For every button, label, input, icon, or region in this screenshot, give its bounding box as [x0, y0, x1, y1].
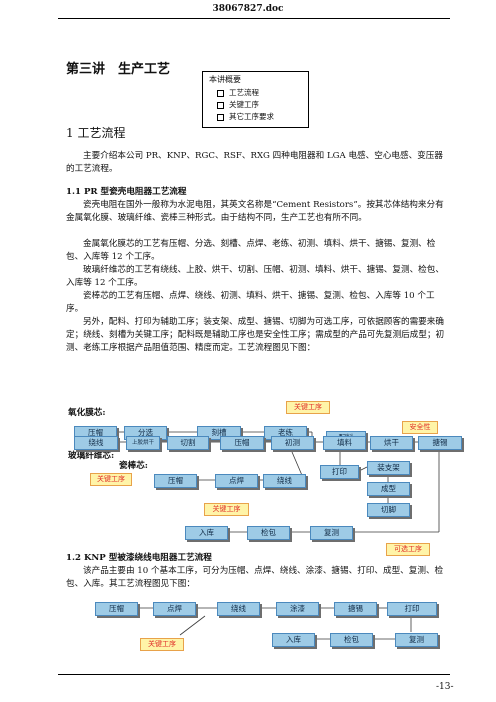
step-box: 入库 — [185, 526, 228, 540]
step-box: 打印 — [387, 602, 437, 616]
tag-safety: 安全性 — [402, 421, 438, 434]
step-box: 搪锡 — [418, 436, 462, 450]
step-box: 绕线 — [217, 602, 260, 616]
step-box: 复测 — [310, 526, 353, 540]
step-box: 入库 — [272, 633, 315, 647]
paragraph: 瓷棒芯的工艺有压帽、点焊、绕线、初测、填料、烘干、搪锡、复测、检包、入库等 10… — [66, 291, 435, 314]
optional-box: 切脚 — [367, 503, 410, 517]
doc-title: 38067827.doc — [212, 4, 284, 14]
step-box: 上胶烘干 — [126, 436, 160, 450]
step-box: 绕线 — [74, 436, 118, 450]
section-title: 1 工艺流程 — [66, 126, 126, 140]
tag-optional: 可选工序 — [386, 543, 430, 556]
step-box: 烘干 — [370, 436, 413, 450]
intro-paragraph: 主要介绍本公司 PR、KNP、RGC、RSF、RXG 四种电阻器和 LGA 电感… — [66, 151, 443, 174]
tag-key-process: 关键工序 — [204, 503, 249, 516]
step-box: 复测 — [395, 633, 438, 647]
optional-box: 成型 — [367, 482, 410, 496]
paragraph: 该产品主要由 10 个基本工序，可分为压帽、点焊、绕线、涂漆、搪锡、打印、成型、… — [66, 566, 444, 589]
step-box: 压帽 — [220, 436, 264, 450]
step-box: 填料 — [323, 436, 366, 450]
summary-title: 本讲概要 — [209, 75, 241, 84]
footer-rule — [58, 674, 450, 675]
step-box: 切割 — [167, 436, 209, 450]
paragraph: 瓷壳电阻在国外一般称为水泥电阻，其英文名称是“Cement Resistors”… — [66, 200, 444, 223]
paragraph: 玻璃纤维芯的工艺有绕线、上胶、烘干、切割、压帽、初测、填料、烘干、搪锡、复测、检… — [66, 265, 444, 288]
step-box: 检包 — [330, 633, 373, 647]
page-number: -13- — [436, 682, 454, 692]
print-box: 打印 — [320, 465, 359, 479]
step-box: 初测 — [271, 436, 314, 450]
header-rule — [58, 18, 450, 19]
tag-key-process: 关键工序 — [140, 638, 184, 651]
summary-item: 关键工序 — [217, 99, 259, 110]
flow-label-oxide: 氧化膜芯: — [68, 408, 106, 418]
flow-label-ceramic: 瓷棒芯: — [119, 461, 148, 471]
summary-item: 工艺流程 — [217, 87, 259, 98]
flow-label-glass: 玻璃纤维芯: — [68, 451, 115, 461]
summary-item: 其它工序要求 — [217, 111, 274, 122]
step-box: 压帽 — [154, 474, 197, 488]
step-box: 压帽 — [95, 602, 138, 616]
step-box: 搪锡 — [334, 602, 377, 616]
optional-box: 装支架 — [367, 461, 410, 475]
step-box: 点焊 — [153, 602, 196, 616]
step-box: 检包 — [247, 526, 290, 540]
tag-key-process: 关键工序 — [286, 401, 330, 414]
step-box: 绕线 — [263, 474, 306, 488]
paragraph: 另外，配料、打印为辅助工序；装支架、成型、搪锡、切脚为可选工序，可依据顾客的需要… — [66, 317, 445, 353]
step-box: 涂漆 — [276, 602, 319, 616]
chapter-title: 第三讲 生产工艺 — [66, 62, 171, 77]
paragraph: 金属氧化膜芯的工艺有压帽、分选、刻槽、点焊、老练、初测、填料、烘干、搪锡、复测、… — [66, 239, 436, 262]
summary-box: 本讲概要 工艺流程 关键工序 其它工序要求 — [202, 71, 309, 128]
subsection-title: 1.2 KNP 型被漆绕线电阻器工艺流程 — [66, 553, 212, 563]
subsection-title: 1.1 PR 型瓷壳电阻器工艺流程 — [66, 187, 187, 197]
step-box: 点焊 — [215, 474, 258, 488]
tag-key-process: 关键工序 — [90, 473, 132, 486]
